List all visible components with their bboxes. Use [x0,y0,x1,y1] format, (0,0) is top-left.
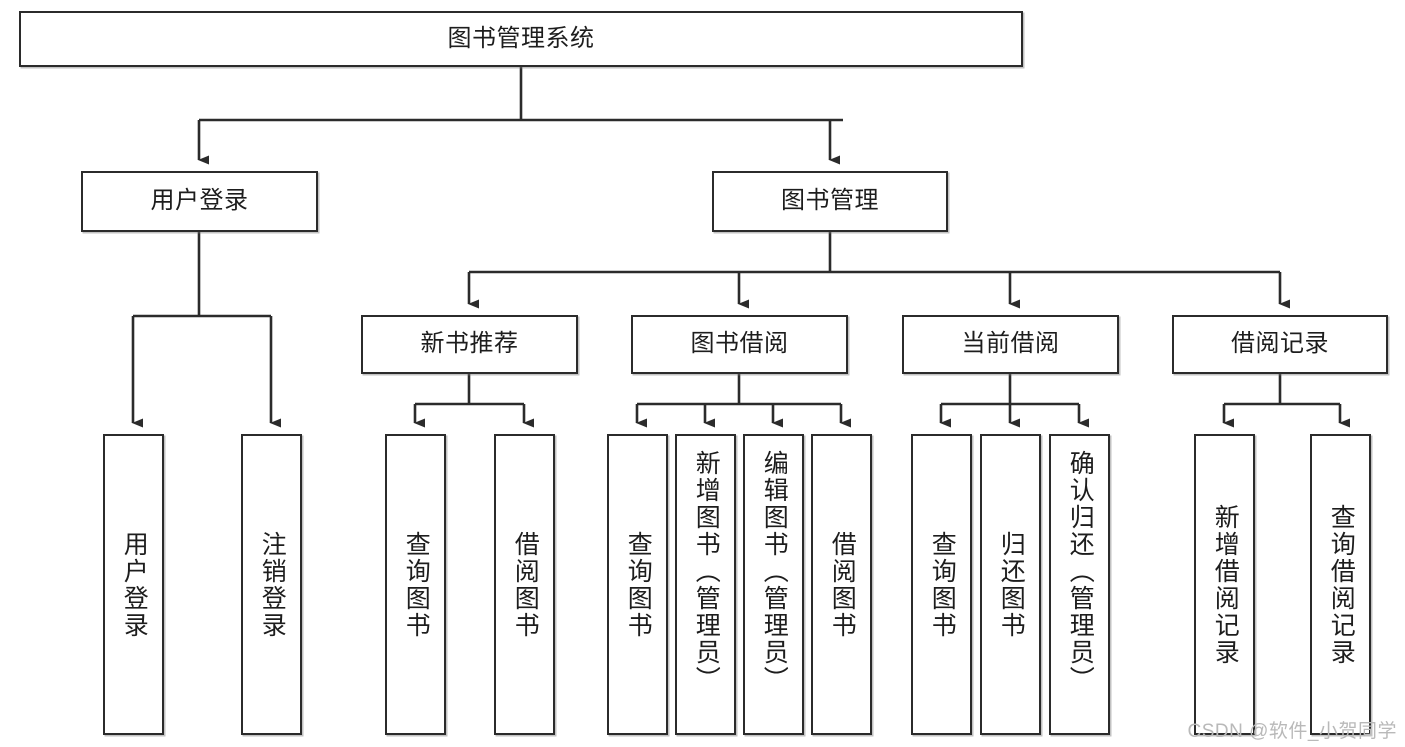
node-label: 用户登录 [150,187,249,215]
leaf-query-borrow-record[interactable]: 查询借阅记录 [1310,434,1371,735]
node-label: 图书借阅 [690,330,789,358]
leaf-add-book-admin[interactable]: 新增图书（管理员） [675,434,736,735]
node-label: 借阅记录 [1231,330,1329,358]
node-label: 查询图书 [402,530,431,639]
node-root-book-management-system[interactable]: 图书管理系统 [19,11,1023,67]
node-label: 归还图书 [997,530,1026,639]
csdn-watermark: CSDN @软件_小贺同学 [1187,721,1397,742]
node-label: 编辑图书（管理员） [760,450,789,693]
leaf-borrow-book-newbook[interactable]: 借阅图书 [494,434,555,735]
leaf-edit-book-admin[interactable]: 编辑图书（管理员） [743,434,804,735]
node-current-borrow[interactable]: 当前借阅 [902,315,1119,374]
leaf-user-login[interactable]: 用户登录 [103,434,164,735]
leaf-query-book-newbook[interactable]: 查询图书 [385,434,446,735]
node-new-book-recommend[interactable]: 新书推荐 [361,315,578,374]
node-label: 注销登录 [258,530,287,639]
leaf-confirm-return-admin[interactable]: 确认归还（管理员） [1049,434,1110,735]
node-user-login[interactable]: 用户登录 [81,171,318,232]
node-label: 查询借阅记录 [1327,503,1356,666]
node-label: 查询图书 [624,530,653,639]
node-borrow-record[interactable]: 借阅记录 [1172,315,1388,374]
node-label: 图书管理系统 [447,24,595,52]
node-label: 图书管理 [781,187,879,215]
leaf-query-book-borrow[interactable]: 查询图书 [607,434,668,735]
leaf-query-book-current[interactable]: 查询图书 [911,434,972,735]
leaf-logout-login[interactable]: 注销登录 [241,434,302,735]
leaf-borrow-book-borrow[interactable]: 借阅图书 [811,434,872,735]
leaf-return-book[interactable]: 归还图书 [980,434,1041,735]
node-label: 新增借阅记录 [1211,503,1240,666]
node-label: 用户登录 [120,530,149,639]
node-label: 查询图书 [928,530,957,639]
node-label: 确认归还（管理员） [1066,450,1095,693]
node-label: 借阅图书 [828,530,857,639]
node-label: 当前借阅 [961,330,1060,358]
node-label: 借阅图书 [511,530,540,639]
node-book-borrow[interactable]: 图书借阅 [631,315,848,374]
node-label: 新增图书（管理员） [692,450,721,693]
leaf-add-borrow-record[interactable]: 新增借阅记录 [1194,434,1255,735]
node-label: 新书推荐 [420,330,519,358]
node-book-management[interactable]: 图书管理 [712,171,948,232]
